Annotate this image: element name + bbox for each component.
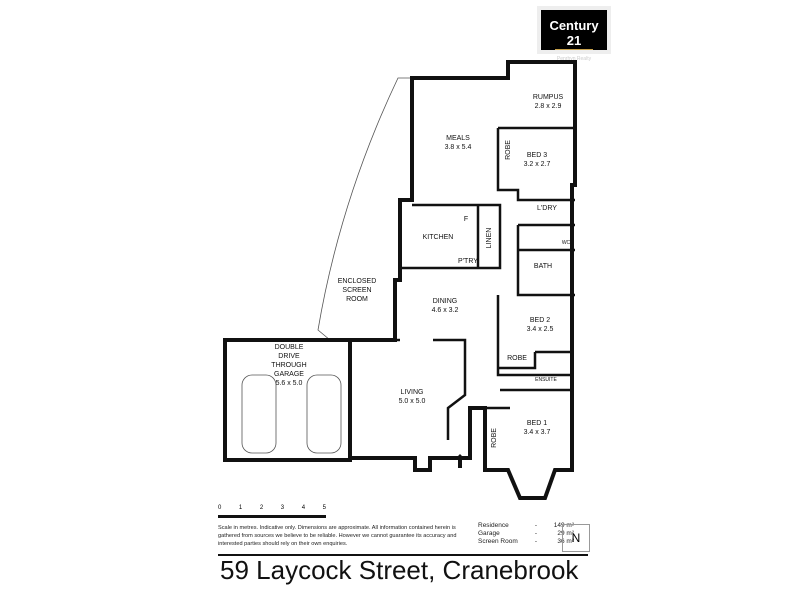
footer-info: Scale in metres. Indicative only. Dimens… bbox=[218, 522, 590, 556]
area-summary: Residence-149 m² Garage-29 m² Screen Roo… bbox=[478, 522, 574, 546]
label-rumpus: RUMPUS bbox=[533, 94, 564, 101]
area-row: Garage-29 m² bbox=[478, 530, 574, 537]
scale-tick: 2 bbox=[259, 505, 264, 511]
label-bath: BATH bbox=[534, 263, 552, 270]
area-value: 149 m² bbox=[553, 522, 574, 529]
cars bbox=[241, 374, 342, 454]
size-garage: 5.6 x 5.0 bbox=[276, 380, 303, 387]
label-garage-2: DRIVE bbox=[278, 353, 300, 360]
logo-brand: Century 21 bbox=[549, 18, 599, 48]
label-wc: WC bbox=[562, 240, 571, 246]
label-robe-bed2: ROBE bbox=[507, 355, 527, 362]
label-laundry: L'DRY bbox=[537, 205, 557, 212]
exterior-walls bbox=[223, 60, 577, 500]
size-bed3: 3.2 x 2.7 bbox=[524, 161, 551, 168]
label-dining: DINING bbox=[433, 298, 458, 305]
label-ensuite: ENSUITE bbox=[535, 377, 557, 383]
label-garage-4: GARAGE bbox=[274, 371, 304, 378]
label-kitchen: KITCHEN bbox=[423, 234, 454, 241]
screen-room-outline bbox=[317, 77, 412, 341]
label-garage-1: DOUBLE bbox=[275, 344, 304, 351]
label-bed3: BED 3 bbox=[527, 152, 547, 159]
label-pantry: P'TRY bbox=[458, 258, 478, 265]
label-screen-room-3: ROOM bbox=[346, 296, 368, 303]
label-robe-bed1: ROBE bbox=[491, 428, 498, 448]
size-dining: 4.6 x 3.2 bbox=[432, 307, 459, 314]
label-meals: MEALS bbox=[446, 135, 470, 142]
scale-tick: 5 bbox=[322, 505, 326, 511]
size-rumpus: 2.8 x 2.9 bbox=[535, 103, 562, 110]
entry-arrow-icon bbox=[454, 454, 466, 468]
scale-bar: 0 1 2 3 4 5 bbox=[218, 505, 326, 518]
area-row: Screen Room-36 m² bbox=[478, 538, 574, 545]
interior-walls bbox=[395, 126, 575, 440]
size-living: 5.0 x 5.0 bbox=[399, 398, 426, 405]
label-screen-room-1: ENCLOSED bbox=[338, 278, 377, 285]
logo-office: Penrhyn Realty bbox=[556, 56, 592, 62]
size-bed1: 3.4 x 3.7 bbox=[524, 429, 551, 436]
scale-tick: 1 bbox=[238, 505, 243, 511]
label-screen-room-2: SCREEN bbox=[342, 287, 371, 294]
area-label: Residence bbox=[478, 522, 509, 529]
label-living: LIVING bbox=[401, 389, 424, 396]
label-bed1: BED 1 bbox=[527, 420, 547, 427]
north-compass-icon: N bbox=[562, 524, 590, 552]
century21-logo: Century 21 Penrhyn Realty bbox=[537, 6, 611, 62]
area-value: 36 m² bbox=[557, 538, 574, 545]
label-linen: LINEN bbox=[486, 228, 493, 249]
label-fridge: F bbox=[464, 216, 468, 223]
label-robe-bed3: ROBE bbox=[505, 140, 512, 160]
size-bed2: 3.4 x 2.5 bbox=[527, 326, 554, 333]
scale-tick: 4 bbox=[301, 505, 306, 511]
scale-tick: 3 bbox=[280, 505, 285, 511]
size-meals: 3.8 x 5.4 bbox=[445, 144, 472, 151]
area-row: Residence-149 m² bbox=[478, 522, 574, 529]
label-bed2: BED 2 bbox=[530, 317, 550, 324]
roof-icon bbox=[555, 49, 593, 56]
area-label: Screen Room bbox=[478, 538, 518, 545]
property-address: 59 Laycock Street, Cranebrook bbox=[220, 555, 579, 585]
area-value: 29 m² bbox=[557, 530, 574, 537]
label-garage-3: THROUGH bbox=[271, 362, 306, 369]
area-label: Garage bbox=[478, 530, 500, 537]
disclaimer: Scale in metres. Indicative only. Dimens… bbox=[218, 525, 457, 547]
scale-tick: 0 bbox=[218, 505, 222, 511]
scale-line bbox=[218, 515, 326, 518]
